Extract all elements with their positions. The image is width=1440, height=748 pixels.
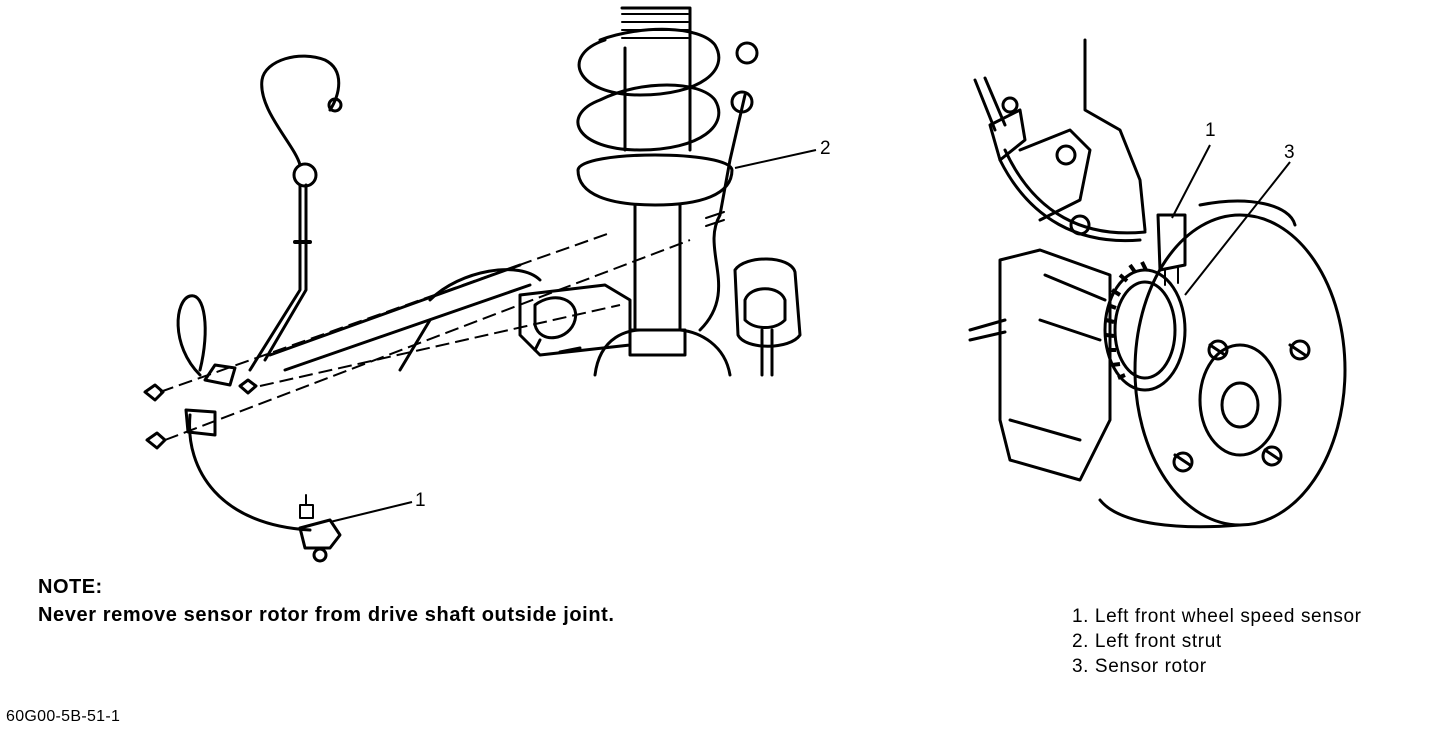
legend-item-wheel-speed-sensor: 1. Left front wheel speed sensor [1072,606,1362,627]
legend-item-sensor-rotor: 3. Sensor rotor [1072,656,1207,677]
legend-item-front-strut: 2. Left front strut [1072,631,1222,652]
note-text: Never remove sensor rotor from drive sha… [38,604,615,626]
legend: 1. Left front wheel speed sensor 2. Left… [1072,604,1362,679]
callout-right-rotor: 3 [1284,142,1295,163]
figure-code: 60G00-5B-51-1 [6,708,121,725]
callout-left-strut: 2 [820,138,831,159]
strut-assembly-drawing [143,6,802,563]
callout-right-sensor: 1 [1205,120,1216,141]
sensor-rotor-teeth [1105,261,1148,380]
note-heading: NOTE: [38,576,103,598]
callout-left-sensor: 1 [415,490,426,511]
alignment-dash-lines [159,232,691,441]
left-leader-lines [329,149,817,523]
hub-rotor-drawing [968,38,1347,529]
right-leader-lines [1171,144,1291,296]
